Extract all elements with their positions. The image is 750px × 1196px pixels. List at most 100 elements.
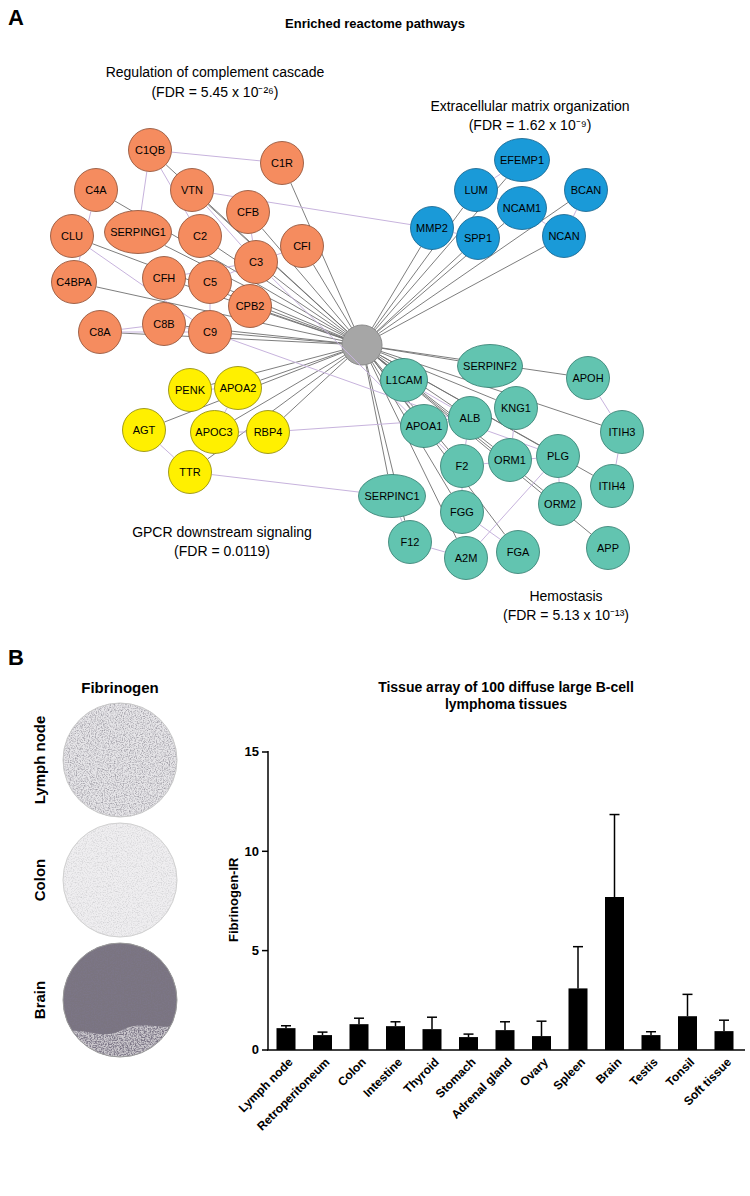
micrograph-outline xyxy=(63,943,177,1057)
node-ellipse xyxy=(445,537,488,580)
panel-title: Enriched reactome pathways xyxy=(285,16,465,32)
node-ellipse xyxy=(389,521,432,564)
gene-symbol: F12 xyxy=(401,536,420,548)
gene-symbol: AGT xyxy=(133,424,156,436)
brain-micrograph xyxy=(60,940,182,1060)
interaction-line xyxy=(141,172,147,210)
gene-node: APOH xyxy=(566,356,610,400)
gene-node: ORM1 xyxy=(488,438,532,482)
category-label: Brain xyxy=(593,1055,625,1087)
error-bar xyxy=(541,1021,543,1036)
gene-symbol: APOA2 xyxy=(220,382,257,394)
gene-symbol: C1QB xyxy=(135,144,165,156)
gene-node: F2 xyxy=(440,444,484,488)
error-bar xyxy=(431,1017,433,1029)
gene-node: C4BPA xyxy=(51,260,97,304)
y-axis-title: Fibrinogen-IR xyxy=(226,858,242,943)
bar xyxy=(313,1035,332,1050)
node-ellipse xyxy=(143,303,186,346)
interaction-line xyxy=(494,174,500,178)
gene-symbol: FGG xyxy=(450,506,474,518)
micrograph-ground xyxy=(60,700,180,820)
hub-spoke xyxy=(260,352,343,381)
stain-title: Fibrinogen xyxy=(81,679,159,697)
error-cap xyxy=(573,946,583,948)
node-ellipse xyxy=(543,215,586,258)
error-bar xyxy=(358,1018,360,1024)
gene-node: C5 xyxy=(188,260,232,304)
node-ellipse xyxy=(457,217,500,260)
node-ellipse xyxy=(123,409,166,452)
gene-node: PENK xyxy=(168,368,212,412)
gene-node: RBP4 xyxy=(246,410,290,454)
gene-node: SERPING1 xyxy=(104,210,172,254)
hub-spoke xyxy=(271,313,343,338)
micrograph-texture xyxy=(60,700,180,820)
bar xyxy=(277,1028,296,1050)
gene-symbol: C8B xyxy=(153,318,174,330)
gene-symbol: APOH xyxy=(572,372,603,384)
category-label: Intestine xyxy=(361,1055,406,1100)
bar xyxy=(605,897,624,1050)
node-ellipse xyxy=(497,531,540,574)
gene-symbol: C4BPA xyxy=(56,276,91,288)
panel-letter: A xyxy=(8,5,24,31)
node-ellipse xyxy=(567,357,610,400)
interaction-line xyxy=(496,198,499,199)
gene-symbol: EFEMP1 xyxy=(500,154,544,166)
gene-symbol: PENK xyxy=(175,384,205,396)
bar xyxy=(678,1016,697,1050)
gene-symbol: F2 xyxy=(456,460,469,472)
node-ellipse xyxy=(235,241,278,284)
y-tick xyxy=(262,950,268,952)
gene-symbol: C5 xyxy=(203,276,217,288)
pathway-fdr: (FDR = 1.62 x 10⁻⁹) xyxy=(467,117,594,134)
error-cap xyxy=(610,814,620,816)
gene-node: APOC3 xyxy=(190,410,239,454)
error-bar xyxy=(723,1020,725,1031)
gene-symbol: C2 xyxy=(193,230,207,242)
node-ellipse xyxy=(537,435,580,478)
gene-node: NCAN xyxy=(542,214,586,258)
node-ellipse xyxy=(539,483,582,526)
pathway-name: Regulation of complement cascade xyxy=(104,64,327,81)
gene-node: BCAN xyxy=(564,168,608,212)
gene-symbol: ITIH3 xyxy=(609,426,636,438)
gene-symbol: APP xyxy=(597,542,619,554)
gene-symbol: PLG xyxy=(547,450,569,462)
node-ellipse xyxy=(359,475,426,518)
gene-node: F12 xyxy=(388,520,432,564)
pathway-name: Extracellular matrix organization xyxy=(428,98,631,115)
node-ellipse xyxy=(458,345,523,388)
error-bar xyxy=(504,1022,506,1030)
gene-node: SPP1 xyxy=(456,216,500,260)
panel-letter: B xyxy=(8,645,24,671)
gene-symbol: ORM2 xyxy=(544,498,576,510)
pathway-fdr: (FDR = 0.0119) xyxy=(172,543,272,560)
interaction-line xyxy=(231,339,538,448)
error-cap xyxy=(646,1031,656,1033)
interaction-line xyxy=(225,408,227,413)
interaction-line xyxy=(230,271,236,273)
tick-label: 0 xyxy=(252,1042,259,1058)
bar xyxy=(459,1037,478,1050)
gene-node: CLU xyxy=(50,214,94,258)
interaction-line xyxy=(277,253,281,255)
gene-node: SERPINF2 xyxy=(457,344,523,388)
micrograph-texture xyxy=(60,940,180,1060)
node-ellipse xyxy=(75,169,118,212)
bar xyxy=(532,1036,551,1050)
gene-node: C3 xyxy=(234,240,278,284)
gene-symbol: SPP1 xyxy=(464,232,492,244)
gene-node: VTN xyxy=(170,168,214,212)
micrograph-ground xyxy=(60,820,180,940)
node-ellipse xyxy=(587,527,630,570)
gene-node: EFEMP1 xyxy=(494,138,550,182)
gene-node: C8B xyxy=(142,302,186,346)
gene-node: APOA1 xyxy=(400,404,448,448)
bar xyxy=(642,1035,661,1050)
gene-node: ITIH3 xyxy=(600,410,644,454)
node-ellipse xyxy=(189,261,232,304)
micrograph-ground xyxy=(60,940,180,1060)
